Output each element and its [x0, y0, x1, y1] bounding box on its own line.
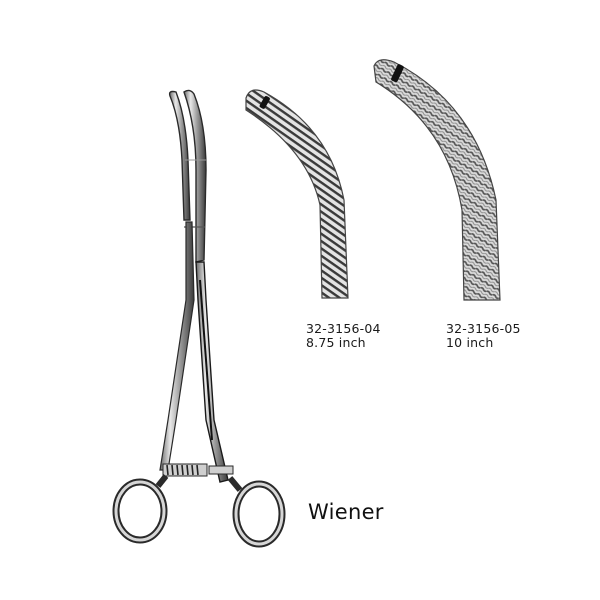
variant-2: 32-3156-05 10 inch — [446, 322, 521, 350]
product-name: Wiener — [308, 500, 384, 524]
variant-1-code: 32-3156-04 — [306, 321, 381, 336]
variant-1-size: 8.75 inch — [306, 335, 366, 350]
forceps-shanks — [159, 221, 229, 483]
forceps-jaws — [168, 89, 207, 263]
jaw-detail-small — [245, 89, 349, 299]
variant-1: 32-3156-04 8.75 inch — [306, 322, 381, 350]
finger-rings — [112, 474, 286, 548]
variant-2-code: 32-3156-05 — [446, 321, 521, 336]
jaw-detail-large — [373, 59, 501, 301]
variant-2-size: 10 inch — [446, 335, 494, 350]
forceps-ratchet — [162, 463, 234, 477]
